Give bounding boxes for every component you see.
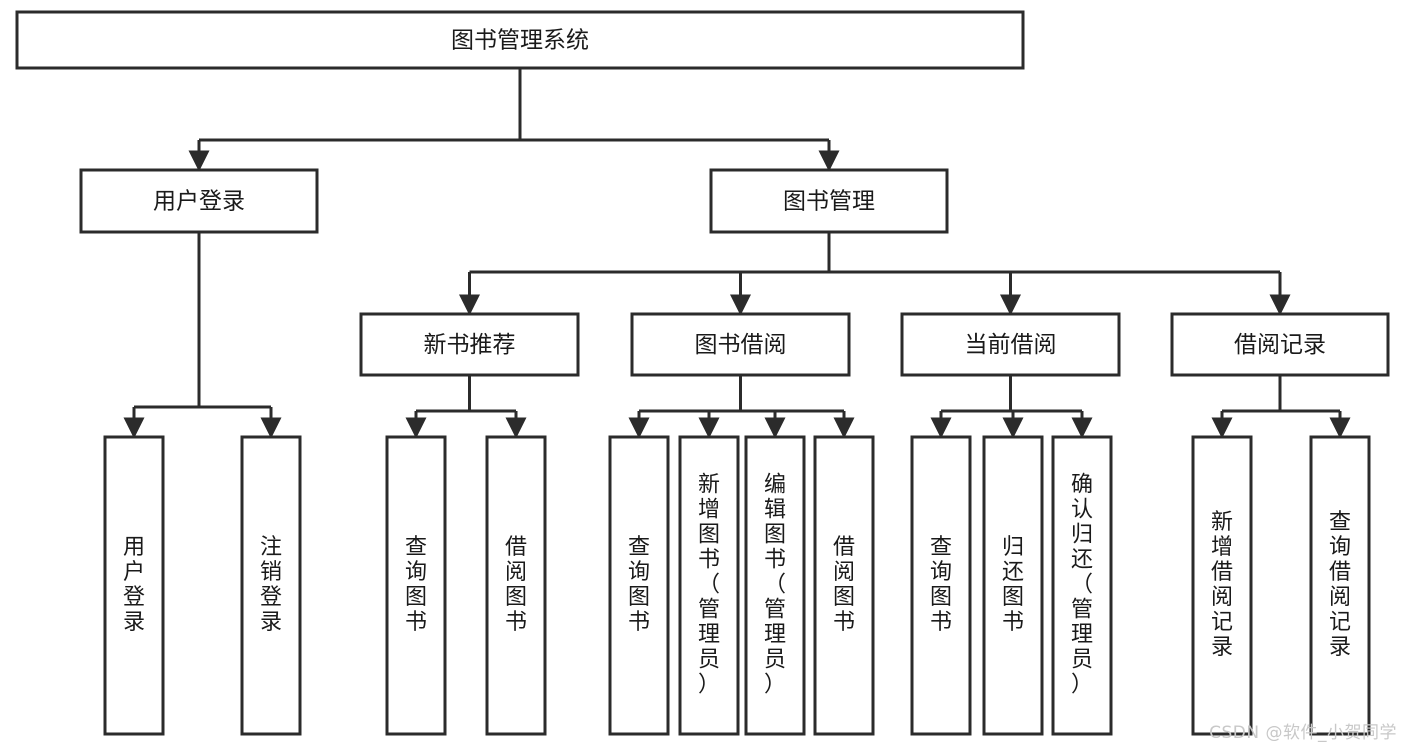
node-leaf-confirm-return[interactable]: 确认归还（管理员） bbox=[1051, 435, 1113, 736]
node-label: 编辑图书（管理员） bbox=[764, 473, 786, 698]
node-label: 图书管理 bbox=[783, 189, 875, 215]
node-leaf-return-book[interactable]: 归还图书 bbox=[982, 435, 1044, 736]
node-label: 图书管理系统 bbox=[451, 28, 589, 54]
node-leaf-add-record[interactable]: 新增借阅记录 bbox=[1191, 435, 1253, 736]
node-book-manage[interactable]: 图书管理 bbox=[709, 168, 949, 234]
node-new-book-rec[interactable]: 新书推荐 bbox=[359, 312, 580, 377]
node-label: 查询图书 bbox=[930, 535, 952, 635]
node-label: 用户登录 bbox=[123, 535, 145, 635]
node-label: 当前借阅 bbox=[965, 332, 1057, 358]
node-current-borrow[interactable]: 当前借阅 bbox=[900, 312, 1121, 377]
node-label: 借阅记录 bbox=[1234, 332, 1326, 358]
node-label: 新书推荐 bbox=[424, 332, 516, 358]
node-leaf-logout[interactable]: 注销登录 bbox=[240, 435, 302, 736]
node-leaf-borrow-book-1[interactable]: 借阅图书 bbox=[485, 435, 547, 736]
node-leaf-query-book-1[interactable]: 查询图书 bbox=[385, 435, 447, 736]
edge-layer bbox=[123, 68, 1351, 439]
node-layer: 图书管理系统用户登录图书管理新书推荐图书借阅当前借阅借阅记录用户登录注销登录查询… bbox=[15, 10, 1390, 736]
node-leaf-user-login[interactable]: 用户登录 bbox=[103, 435, 165, 736]
node-label: 用户登录 bbox=[153, 189, 245, 215]
node-label: 查询借阅记录 bbox=[1329, 510, 1351, 660]
node-label: 查询图书 bbox=[405, 535, 427, 635]
node-label: 注销登录 bbox=[260, 535, 282, 635]
node-user-login[interactable]: 用户登录 bbox=[79, 168, 319, 234]
watermark-label: CSDN @软件_小贺同学 bbox=[1209, 723, 1397, 743]
node-label: 查询图书 bbox=[628, 535, 650, 635]
node-label: 新增图书（管理员） bbox=[698, 473, 720, 698]
node-label: 图书借阅 bbox=[695, 332, 787, 358]
node-leaf-query-book-2[interactable]: 查询图书 bbox=[608, 435, 670, 736]
node-borrow-record[interactable]: 借阅记录 bbox=[1170, 312, 1390, 377]
node-root[interactable]: 图书管理系统 bbox=[15, 10, 1025, 70]
node-book-borrow[interactable]: 图书借阅 bbox=[630, 312, 851, 377]
node-label: 借阅图书 bbox=[833, 535, 855, 635]
node-label: 借阅图书 bbox=[505, 535, 527, 635]
node-label: 新增借阅记录 bbox=[1211, 510, 1233, 660]
node-leaf-add-book[interactable]: 新增图书（管理员） bbox=[678, 435, 740, 736]
node-label: 确认归还（管理员） bbox=[1071, 473, 1093, 698]
node-leaf-query-record[interactable]: 查询借阅记录 bbox=[1309, 435, 1371, 736]
node-leaf-borrow-book-2[interactable]: 借阅图书 bbox=[813, 435, 875, 736]
node-leaf-edit-book[interactable]: 编辑图书（管理员） bbox=[744, 435, 806, 736]
node-leaf-query-book-3[interactable]: 查询图书 bbox=[910, 435, 972, 736]
node-label: 归还图书 bbox=[1002, 535, 1024, 635]
